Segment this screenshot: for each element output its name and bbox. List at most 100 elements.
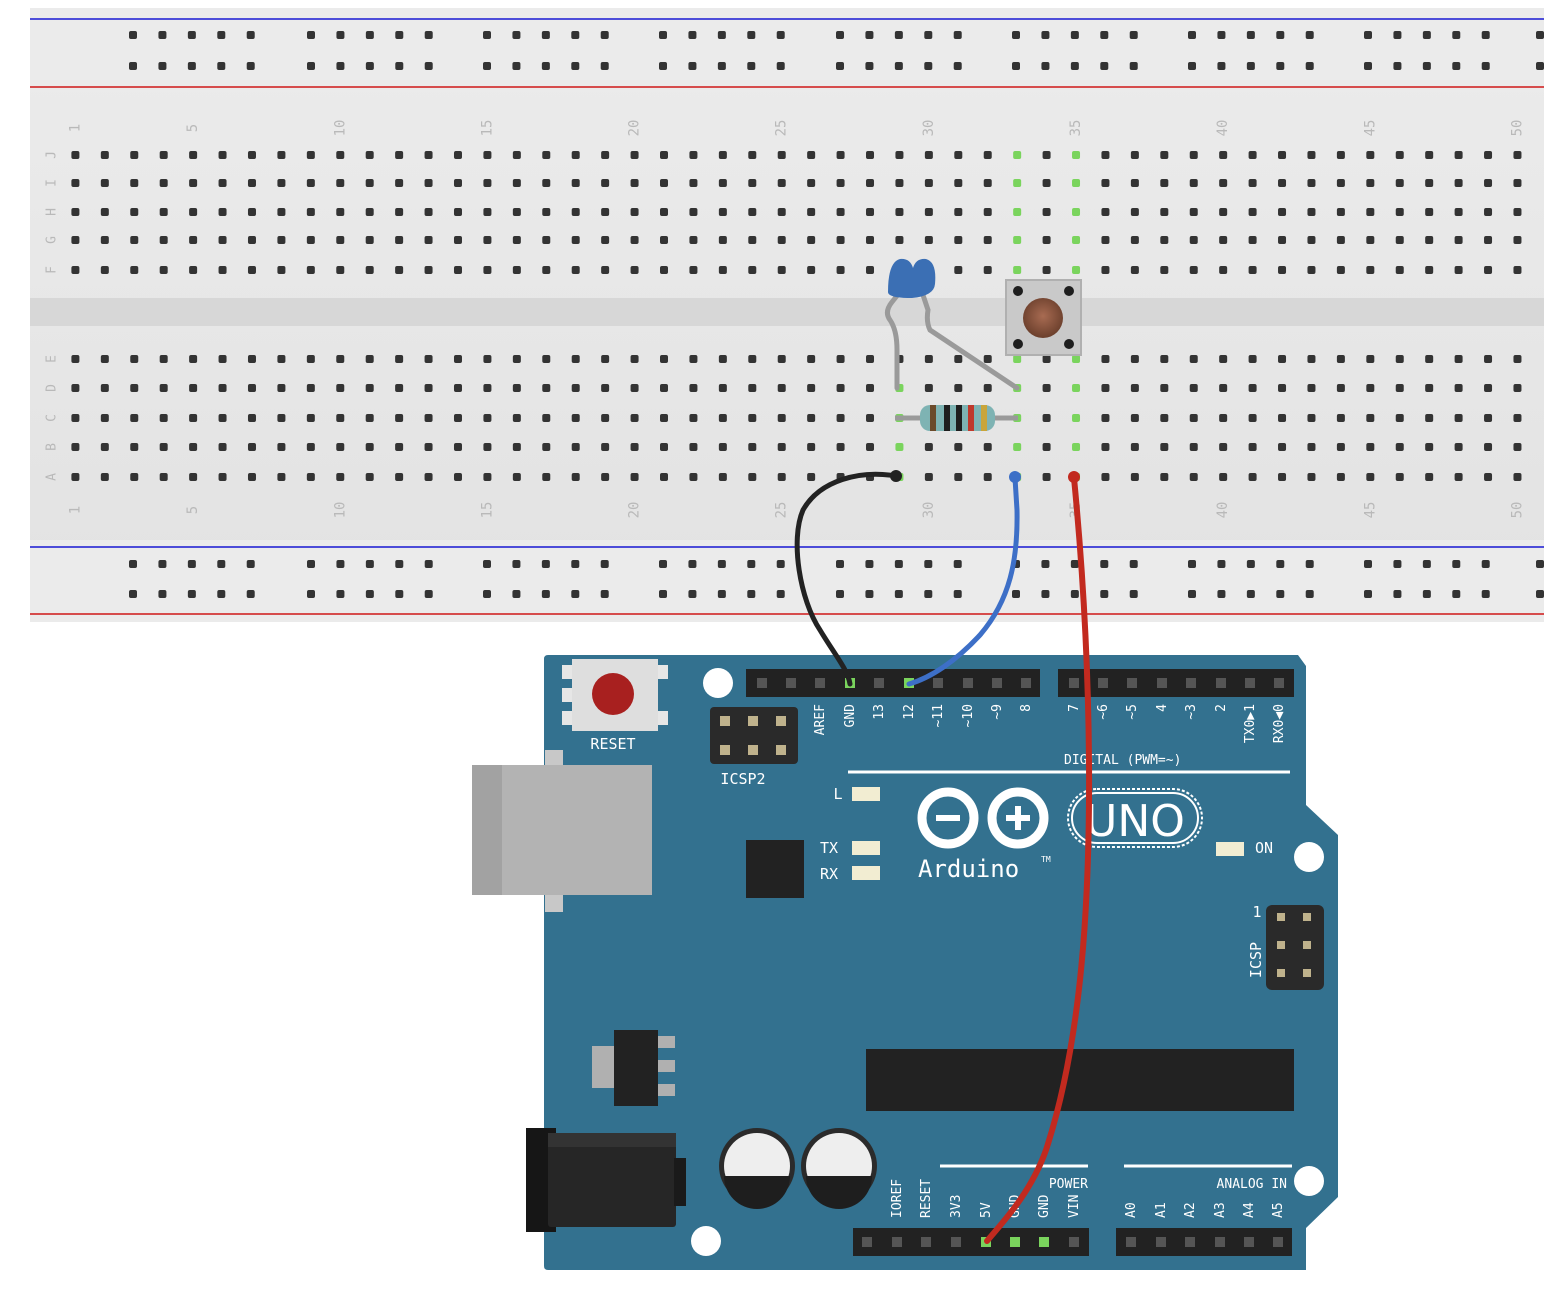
breadboard-hole — [1189, 266, 1198, 274]
header-pin[interactable] — [1127, 678, 1137, 688]
header-pin[interactable] — [1216, 678, 1226, 688]
breadboard-hole — [1219, 414, 1228, 422]
header-pin[interactable] — [1069, 1237, 1079, 1247]
breadboard-hole — [1101, 414, 1110, 422]
rail-hole — [688, 590, 697, 598]
breadboard-hole — [1484, 236, 1493, 244]
column-number: 45 — [1362, 502, 1378, 519]
breadboard-hole — [866, 236, 875, 244]
breadboard-hole — [1454, 151, 1463, 159]
breadboard-hole — [130, 384, 139, 392]
breadboard-hole — [1219, 151, 1228, 159]
breadboard-hole — [277, 179, 286, 187]
header-pin[interactable] — [1069, 678, 1079, 688]
header-pin[interactable] — [1098, 678, 1108, 688]
breadboard-hole — [277, 443, 286, 451]
header-pin[interactable] — [1126, 1237, 1136, 1247]
header-pin[interactable] — [862, 1237, 872, 1247]
breadboard-hole — [483, 236, 492, 244]
header-pin[interactable] — [1185, 1237, 1195, 1247]
power-pin-label: IOREF — [890, 1179, 905, 1218]
breadboard-hole — [1219, 208, 1228, 216]
breadboard-hole — [336, 414, 345, 422]
header-pin[interactable] — [963, 678, 973, 688]
bottom-power-rail — [30, 540, 1544, 622]
reset-button[interactable] — [562, 659, 668, 731]
pushbutton[interactable] — [1005, 279, 1082, 356]
rail-hole — [1217, 62, 1226, 70]
header-pin[interactable] — [1156, 1237, 1166, 1247]
header-pin[interactable] — [757, 678, 767, 688]
breadboard-hole — [247, 151, 256, 159]
header-pin[interactable] — [1157, 678, 1167, 688]
breadboard-hole — [395, 473, 404, 481]
breadboard-hole — [159, 179, 168, 187]
breadboard-hole — [1395, 179, 1404, 187]
breadboard-hole — [512, 414, 521, 422]
column-number: 45 — [1362, 120, 1378, 137]
breadboard-hole — [1336, 443, 1345, 451]
breadboard-hole — [1366, 384, 1375, 392]
breadboard-hole — [718, 179, 727, 187]
header-pin[interactable] — [933, 678, 943, 688]
black-wire[interactable] — [794, 471, 899, 687]
breadboard-hole — [453, 355, 462, 363]
rail-hole — [1364, 560, 1372, 568]
header-pin[interactable] — [921, 1237, 931, 1247]
breadboard-hole — [630, 151, 639, 159]
breadboard-hole — [71, 266, 80, 274]
blue-wire[interactable] — [906, 475, 1020, 687]
breadboard-hole — [424, 151, 433, 159]
header-pin[interactable] — [1274, 678, 1284, 688]
breadboard-hole — [1189, 414, 1198, 422]
breadboard-hole — [1366, 473, 1375, 481]
breadboard-hole — [866, 208, 875, 216]
breadboard-hole — [365, 179, 374, 187]
breadboard-hole — [1336, 266, 1345, 274]
red-wire[interactable] — [984, 475, 1093, 1244]
header-pin[interactable] — [786, 678, 796, 688]
breadboard-hole — [365, 236, 374, 244]
header-pin[interactable] — [815, 678, 825, 688]
rail-hole — [1364, 590, 1372, 598]
breadboard-hole — [1013, 266, 1022, 274]
breadboard-hole — [277, 266, 286, 274]
digital-pin-label: AREF — [813, 704, 828, 735]
breadboard-hole — [483, 384, 492, 392]
breadboard-hole — [159, 384, 168, 392]
breadboard-hole — [1513, 208, 1522, 216]
header-pin[interactable] — [1245, 678, 1255, 688]
header-pin[interactable] — [1215, 1237, 1225, 1247]
header-pin[interactable] — [1021, 678, 1031, 688]
header-pin[interactable] — [951, 1237, 961, 1247]
rail-hole — [307, 62, 315, 70]
rail-hole — [600, 62, 609, 70]
breadboard-hole — [983, 355, 992, 363]
breadboard-hole — [512, 236, 521, 244]
rail-hole — [1188, 62, 1196, 70]
breadboard-hole — [542, 355, 551, 363]
breadboard-hole — [1248, 414, 1257, 422]
breadboard-hole — [1513, 443, 1522, 451]
header-pin[interactable] — [1273, 1237, 1283, 1247]
header-pin[interactable] — [892, 1237, 902, 1247]
breadboard-hole — [1278, 414, 1287, 422]
breadboard-hole — [1395, 414, 1404, 422]
breadboard-hole — [1189, 208, 1198, 216]
header-pin[interactable] — [992, 678, 1002, 688]
header-pin[interactable] — [1010, 1237, 1020, 1247]
header-pin[interactable] — [1039, 1237, 1049, 1247]
breadboard-hole — [571, 179, 580, 187]
rail-hole — [1393, 590, 1402, 598]
breadboard-hole — [1278, 473, 1287, 481]
rail-hole — [217, 590, 226, 598]
breadboard-hole — [453, 208, 462, 216]
header-pin[interactable] — [874, 678, 884, 688]
header-pin[interactable] — [1244, 1237, 1254, 1247]
breadboard-hole — [1307, 384, 1316, 392]
breadboard-hole — [1101, 384, 1110, 392]
header-pin[interactable] — [1186, 678, 1196, 688]
rail-hole — [307, 31, 315, 39]
breadboard-hole — [1425, 151, 1434, 159]
column-number: 5 — [185, 506, 201, 514]
